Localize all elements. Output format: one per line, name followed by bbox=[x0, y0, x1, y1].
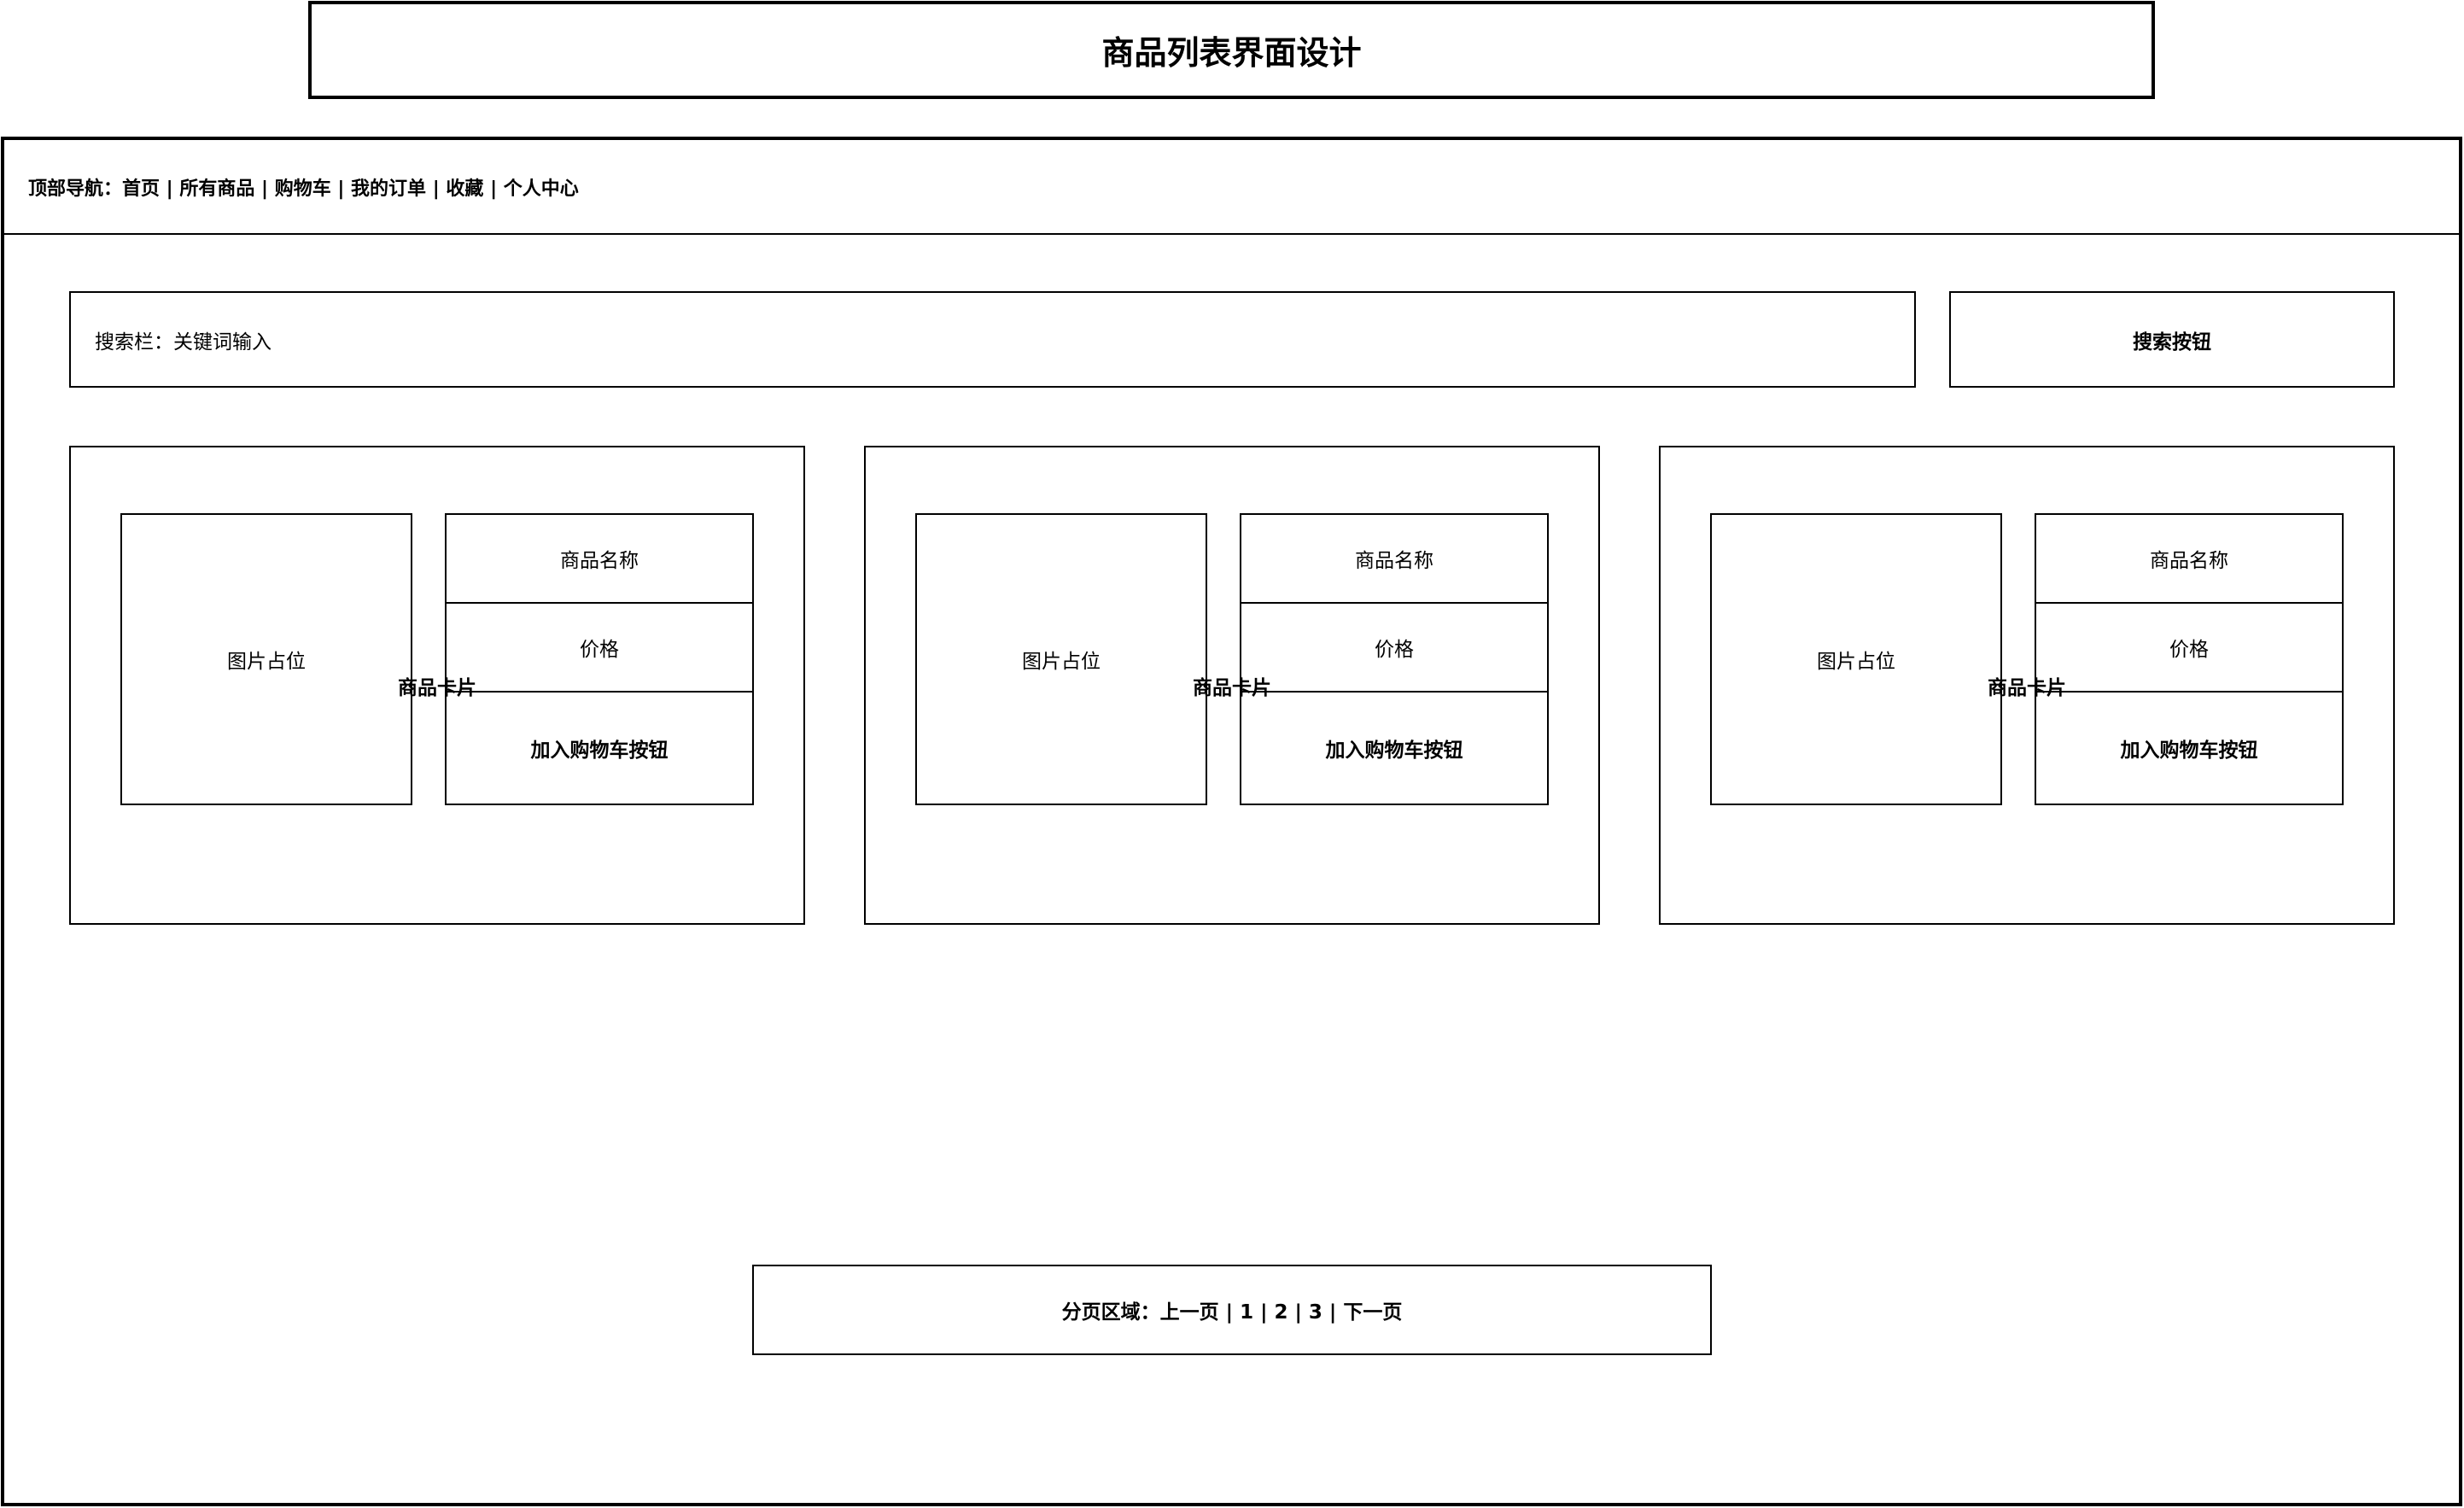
top-navigation-label: 顶部导航：首页 | 所有商品 | 购物车 | 我的订单 | 收藏 | 个人中心 bbox=[28, 178, 579, 200]
add-to-cart-button[interactable]: 加入购物车按钮 bbox=[445, 691, 754, 805]
image-placeholder: 图片占位 bbox=[1710, 513, 2002, 805]
product-name: 商品名称 bbox=[2035, 513, 2344, 604]
product-price: 价格 bbox=[445, 602, 754, 693]
product-name: 商品名称 bbox=[445, 513, 754, 604]
pagination[interactable]: 分页区域：上一页 | 1 | 2 | 3 | 下一页 bbox=[752, 1265, 1712, 1355]
product-price: 价格 bbox=[2035, 602, 2344, 693]
product-card[interactable]: 图片占位 商品名称 价格 加入购物车按钮 商品卡片 bbox=[69, 446, 805, 925]
product-name: 商品名称 bbox=[1240, 513, 1549, 604]
diagram-title-text: 商品列表界面设计 bbox=[1101, 34, 1362, 72]
search-input[interactable]: 搜索栏：关键词输入 bbox=[69, 291, 1916, 388]
product-card[interactable]: 图片占位 商品名称 价格 加入购物车按钮 商品卡片 bbox=[864, 446, 1600, 925]
diagram-title: 商品列表界面设计 bbox=[308, 1, 2155, 99]
add-to-cart-button[interactable]: 加入购物车按钮 bbox=[1240, 691, 1549, 805]
search-button[interactable]: 搜索按钮 bbox=[1949, 291, 2395, 388]
search-button-label: 搜索按钮 bbox=[2133, 330, 2211, 354]
product-price: 价格 bbox=[1240, 602, 1549, 693]
pagination-label: 分页区域：上一页 | 1 | 2 | 3 | 下一页 bbox=[1061, 1301, 1403, 1324]
product-card[interactable]: 图片占位 商品名称 价格 加入购物车按钮 商品卡片 bbox=[1659, 446, 2395, 925]
add-to-cart-button[interactable]: 加入购物车按钮 bbox=[2035, 691, 2344, 805]
top-navigation[interactable]: 顶部导航：首页 | 所有商品 | 购物车 | 我的订单 | 收藏 | 个人中心 bbox=[1, 137, 2462, 235]
search-input-label: 搜索栏：关键词输入 bbox=[95, 330, 272, 354]
image-placeholder: 图片占位 bbox=[120, 513, 412, 805]
image-placeholder: 图片占位 bbox=[915, 513, 1207, 805]
